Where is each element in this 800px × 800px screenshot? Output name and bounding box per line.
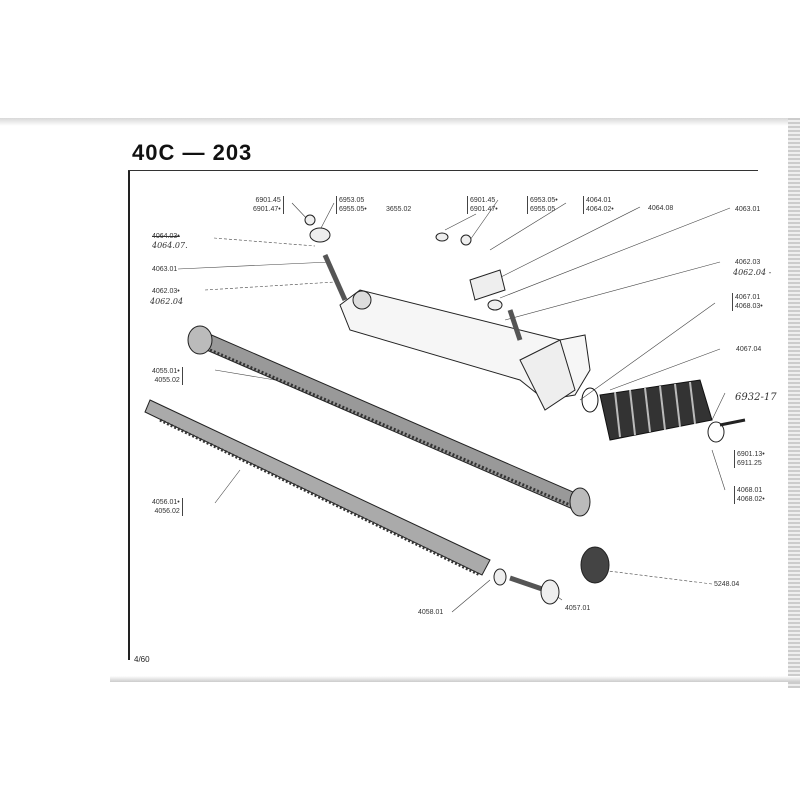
part-number: 4067.01 <box>735 294 761 301</box>
part-number-4064-08: 4064.08 <box>648 205 674 212</box>
part-number: 6955.05 <box>530 206 556 213</box>
part-number: 4055.01• <box>152 368 180 375</box>
part-number: 4064.01 <box>586 197 612 204</box>
label-4055-01-group: 4055.01• 4055.02 <box>152 367 183 385</box>
steering-housing <box>339 289 591 411</box>
part-number: 4064.02• <box>586 206 614 213</box>
handwritten-4062-04-left: 4062.04 <box>150 297 184 306</box>
frame-line-top <box>128 170 758 171</box>
frame-line-left <box>128 170 130 660</box>
part-number-4062-03-left: 4062.03• <box>152 288 180 295</box>
part-number-4064-03-struck: 4064.03• <box>152 233 180 240</box>
part-number: 6911.25 <box>737 460 762 467</box>
part-number-5248-04: 5248.04 <box>714 581 740 588</box>
part-number: 6901.13• <box>737 451 765 458</box>
part-number-4067-04: 4067.04 <box>736 346 762 353</box>
part-number-4062-03-right: 4062.03 <box>735 259 761 266</box>
part-number: 6901.45 <box>255 197 281 204</box>
page-number: 4/60 <box>134 655 150 664</box>
label-6901-45-group-left: 6901.45 6901.47• <box>253 196 284 214</box>
part-number: 4068.02• <box>737 496 765 503</box>
label-6901-13-group: 6901.13• 6911.25 <box>734 450 765 468</box>
part-number: 6955.05• <box>339 206 367 213</box>
page-title: 40C — 203 <box>132 140 253 165</box>
part-number: 6901.47• <box>470 206 498 213</box>
leader-lines <box>177 199 731 613</box>
label-4067-01-group: 4067.01 4068.03• <box>732 293 763 311</box>
rack-bar-lower <box>144 399 491 577</box>
part-number: 6901.47• <box>253 206 281 213</box>
part-number-4063-01-left: 4063.01 <box>152 266 178 273</box>
part-number: 4055.02 <box>154 377 180 384</box>
part-number: 6901.45 <box>470 197 496 204</box>
part-number: 6953.05• <box>530 197 558 204</box>
part-number-4057-01: 4057.01 <box>565 605 591 612</box>
rack-bar-upper <box>187 325 591 517</box>
scan-edge-right <box>788 118 800 688</box>
part-number: 4056.02 <box>154 508 180 515</box>
part-number-4063-01-right: 4063.01 <box>735 206 761 213</box>
scan-edge-bottom <box>110 676 800 682</box>
part-number: 4068.03• <box>735 303 763 310</box>
part-number: 6953.05 <box>339 197 365 204</box>
label-4068-01-group: 4068.01 4068.02• <box>734 486 765 504</box>
part-number: 4068.01 <box>737 487 763 494</box>
label-6953-05-group-left: 6953.05 6955.05• <box>336 196 367 214</box>
part-number-4058-01: 4058.01 <box>418 609 444 616</box>
label-4056-01-group: 4056.01• 4056.02 <box>152 498 183 516</box>
handwritten-4064-07: 4064.07. <box>152 241 188 250</box>
handwritten-4062-04-right: 4062.04 - <box>733 268 772 277</box>
label-6953-05-group-right: 6953.05• 6955.05 <box>527 196 558 214</box>
handwritten-6932-17: 6932-17 <box>735 392 777 403</box>
part-number: 4056.01• <box>152 499 180 506</box>
small-parts <box>304 214 746 605</box>
part-number-3655-02: 3655.02 <box>386 206 412 213</box>
bellows-boot <box>581 379 713 441</box>
scan-edge <box>0 118 800 126</box>
label-6901-45-group-right: 6901.45 6901.47• <box>467 196 498 214</box>
label-4064-01-group: 4064.01 4064.02• <box>583 196 614 214</box>
